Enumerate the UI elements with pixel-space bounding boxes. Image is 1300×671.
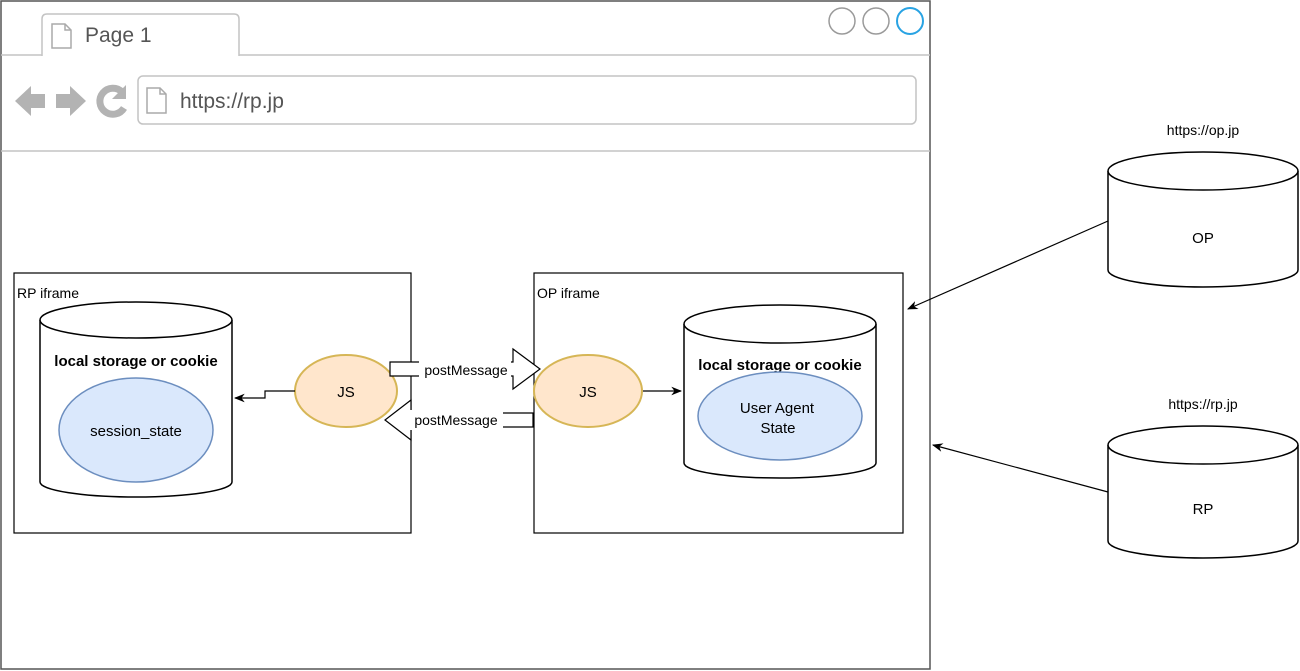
address-bar[interactable]: https://rp.jp — [137, 75, 917, 125]
rp-server: https://rp.jp RP — [1107, 396, 1299, 559]
rp-iframe: RP iframe local storage or cookie sessio… — [13, 272, 412, 534]
reload-icon[interactable] — [96, 84, 127, 118]
post-message-to-op-arrow: postMessage — [389, 347, 542, 391]
op-server-label: OP — [1192, 230, 1214, 247]
browser-tab[interactable]: Page 1 — [41, 13, 240, 56]
rp-server-label: RP — [1193, 501, 1214, 518]
post-message-to-rp-label: postMessage — [414, 412, 497, 428]
window-controls — [828, 7, 924, 35]
op-storage-label: local storage or cookie — [698, 357, 861, 374]
page-icon — [51, 23, 72, 49]
user-agent-state-node: User Agent State — [697, 371, 863, 461]
rp-js-label: JS — [337, 384, 355, 401]
session-state-node: session_state — [58, 377, 214, 483]
back-arrow-icon[interactable] — [15, 86, 45, 116]
rp-iframe-label: RP iframe — [17, 285, 79, 301]
rp-js-to-storage-connector — [233, 390, 295, 403]
session-state-label: session_state — [90, 423, 182, 440]
tab-label: Page 1 — [85, 24, 152, 47]
rp-server-url: https://rp.jp — [1168, 396, 1237, 412]
op-server-to-op-iframe-arrow — [907, 220, 1109, 310]
rp-storage-label: local storage or cookie — [54, 353, 217, 370]
circle-control-icon[interactable] — [862, 7, 890, 35]
page-icon — [146, 87, 167, 114]
forward-arrow-icon[interactable] — [56, 86, 86, 116]
rp-server-to-browser-arrow — [931, 443, 1109, 493]
op-iframe-label: OP iframe — [537, 285, 600, 301]
circle-control-icon[interactable] — [896, 7, 924, 35]
op-js-label: JS — [579, 384, 597, 401]
url-text: https://rp.jp — [180, 90, 284, 113]
user-agent-state-label-line1: User Agent — [740, 400, 815, 417]
post-message-to-rp-arrow: postMessage — [384, 398, 534, 442]
op-js-node: JS — [533, 354, 643, 428]
op-server-url: https://op.jp — [1167, 122, 1240, 138]
rp-js-node: JS — [294, 354, 398, 428]
circle-control-icon[interactable] — [828, 7, 856, 35]
op-iframe: OP iframe local storage or cookie User A… — [533, 272, 904, 534]
post-message-to-op-label: postMessage — [424, 362, 507, 378]
user-agent-state-label-line2: State — [760, 420, 795, 437]
op-server: https://op.jp OP — [1107, 122, 1299, 288]
